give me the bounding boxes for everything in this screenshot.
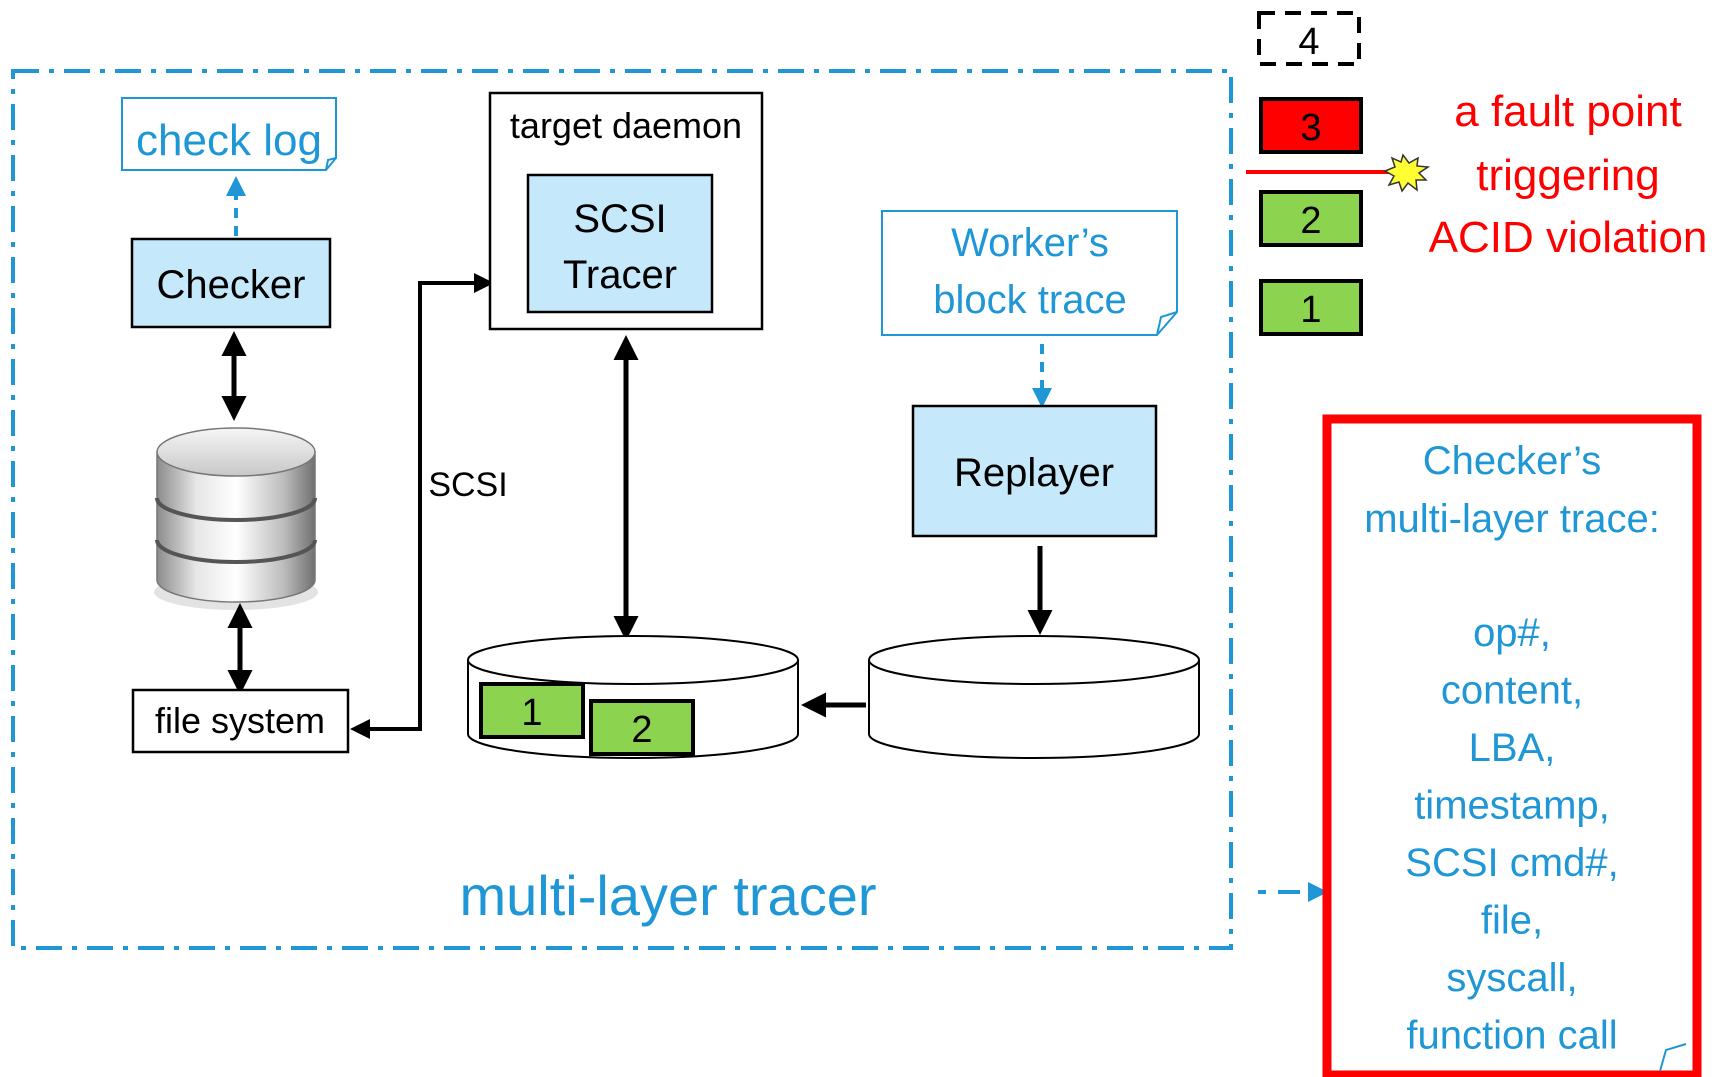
checker-box bbox=[130, 237, 332, 329]
scsi-link-label: SCSI bbox=[428, 466, 507, 504]
multi-trace-item: content, bbox=[1441, 669, 1583, 713]
tracer-frame bbox=[11, 69, 1233, 950]
scsi-tracer-line1: SCSI bbox=[573, 197, 666, 241]
multi-trace-item: LBA, bbox=[1469, 726, 1556, 770]
scsi-tracer-line2: Tracer bbox=[563, 253, 677, 297]
disk-block-2 bbox=[589, 699, 695, 756]
multi-trace-item: op#, bbox=[1473, 611, 1551, 655]
worker-trace-line2: block trace bbox=[933, 278, 1126, 322]
explosion-icon bbox=[1383, 153, 1431, 193]
file-system-box bbox=[131, 688, 350, 754]
stack-block-2 bbox=[1259, 190, 1363, 247]
disk-block-2-label: 2 bbox=[631, 709, 652, 751]
multi-trace-item: function call bbox=[1406, 1014, 1617, 1058]
stack-block-3 bbox=[1259, 97, 1363, 154]
multi-trace-item: file, bbox=[1481, 899, 1543, 943]
stack-block-3-label: 3 bbox=[1300, 107, 1321, 149]
stack-block-1-label: 1 bbox=[1300, 289, 1321, 331]
stack-block-2-label: 2 bbox=[1300, 200, 1321, 242]
stack-block-1 bbox=[1259, 279, 1363, 336]
multi-trace-box bbox=[1322, 414, 1702, 1077]
tracer-label: multi-layer tracer bbox=[460, 864, 877, 927]
check-log-note bbox=[121, 97, 337, 171]
fault-line1: a fault point bbox=[1454, 87, 1682, 136]
stack-block-4-label: 4 bbox=[1298, 21, 1319, 63]
multi-trace-item: SCSI cmd#, bbox=[1405, 841, 1618, 885]
file-system-label: file system bbox=[155, 700, 325, 741]
stack-block-4 bbox=[1257, 11, 1361, 66]
replayer-label: Replayer bbox=[954, 451, 1114, 495]
checker-label: Checker bbox=[157, 263, 306, 307]
multi-trace-item: timestamp, bbox=[1414, 784, 1610, 828]
target-daemon-label: target daemon bbox=[510, 105, 742, 146]
fault-line3: ACID violation bbox=[1429, 213, 1708, 262]
worker-trace-note bbox=[881, 210, 1178, 336]
multi-trace-title2: multi-layer trace: bbox=[1364, 497, 1660, 541]
worker-trace-line1: Worker’s bbox=[951, 221, 1109, 265]
scsi-connector-arrow bbox=[350, 273, 494, 739]
multi-trace-items: op#, content, LBA, timestamp, SCSI cmd#, file… bbox=[1405, 611, 1618, 1058]
disk-block-1 bbox=[479, 682, 585, 739]
multi-trace-fold bbox=[1659, 1043, 1687, 1072]
right-disk bbox=[868, 635, 1200, 759]
fault-line2: triggering bbox=[1476, 151, 1659, 200]
scsi-tracer-box bbox=[526, 173, 714, 314]
check-log-label: check log bbox=[136, 116, 322, 165]
database-icon bbox=[154, 427, 318, 610]
multi-trace-title1: Checker’s bbox=[1423, 439, 1602, 483]
multi-trace-item: syscall, bbox=[1446, 956, 1577, 1000]
replayer-box bbox=[911, 404, 1158, 538]
disk-block-1-label: 1 bbox=[521, 692, 542, 734]
